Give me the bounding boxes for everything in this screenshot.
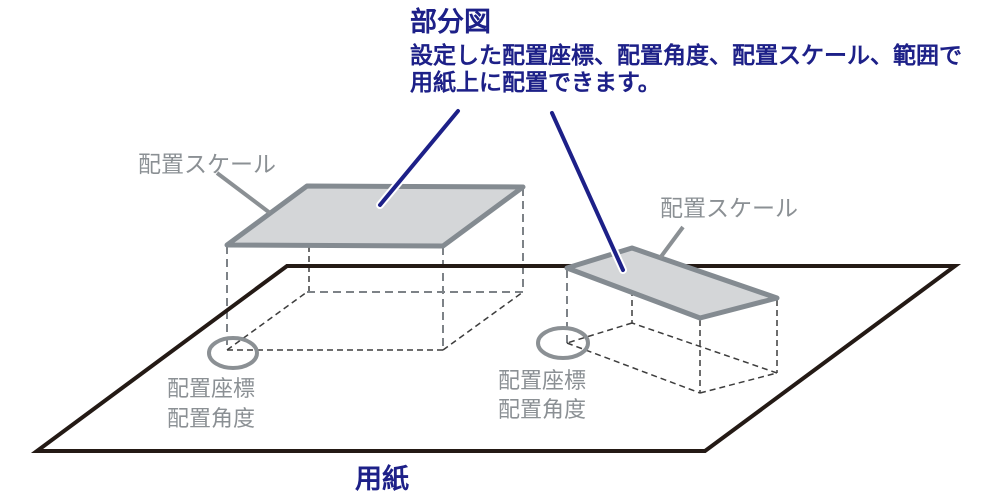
diagram-description-line1: 設定した配置座標、配置角度、配置スケール、範囲で (410, 42, 962, 68)
left-footprint-right-edge (442, 291, 524, 351)
right-footprint-front-right-edge (699, 372, 778, 394)
right-footprint-back-right-edge (631, 322, 778, 374)
diagram-description-line2: 用紙上に配置できます。 (410, 69, 661, 95)
right-placed-drawing-panel (564, 245, 780, 321)
left-placed-drawing-panel (224, 183, 526, 249)
left-origin-circle (207, 336, 259, 370)
left-origin-label-line2: 配置角度 (167, 406, 255, 431)
paper-label: 用紙 (355, 463, 409, 494)
right-origin-label-line1: 配置座標 (498, 368, 586, 393)
left-blue-leader-line (378, 109, 460, 207)
right-scale-label: 配置スケール (660, 195, 798, 221)
right-origin-circle (536, 326, 590, 360)
right-origin-label-line2: 配置角度 (498, 397, 586, 422)
left-scale-leader-line (215, 171, 272, 215)
left-footprint-left-edge (226, 291, 308, 351)
right-blue-leader-line (550, 111, 625, 272)
left-scale-label: 配置スケール (138, 151, 276, 177)
diagram-title: 部分図 (410, 6, 491, 37)
right-footprint-back-left-edge (566, 322, 633, 344)
left-origin-label-line1: 配置座標 (167, 376, 255, 401)
right-scale-leader-line (658, 225, 685, 260)
paper-sheet-outline (30, 264, 962, 453)
right-footprint-front-left-edge (566, 342, 701, 394)
